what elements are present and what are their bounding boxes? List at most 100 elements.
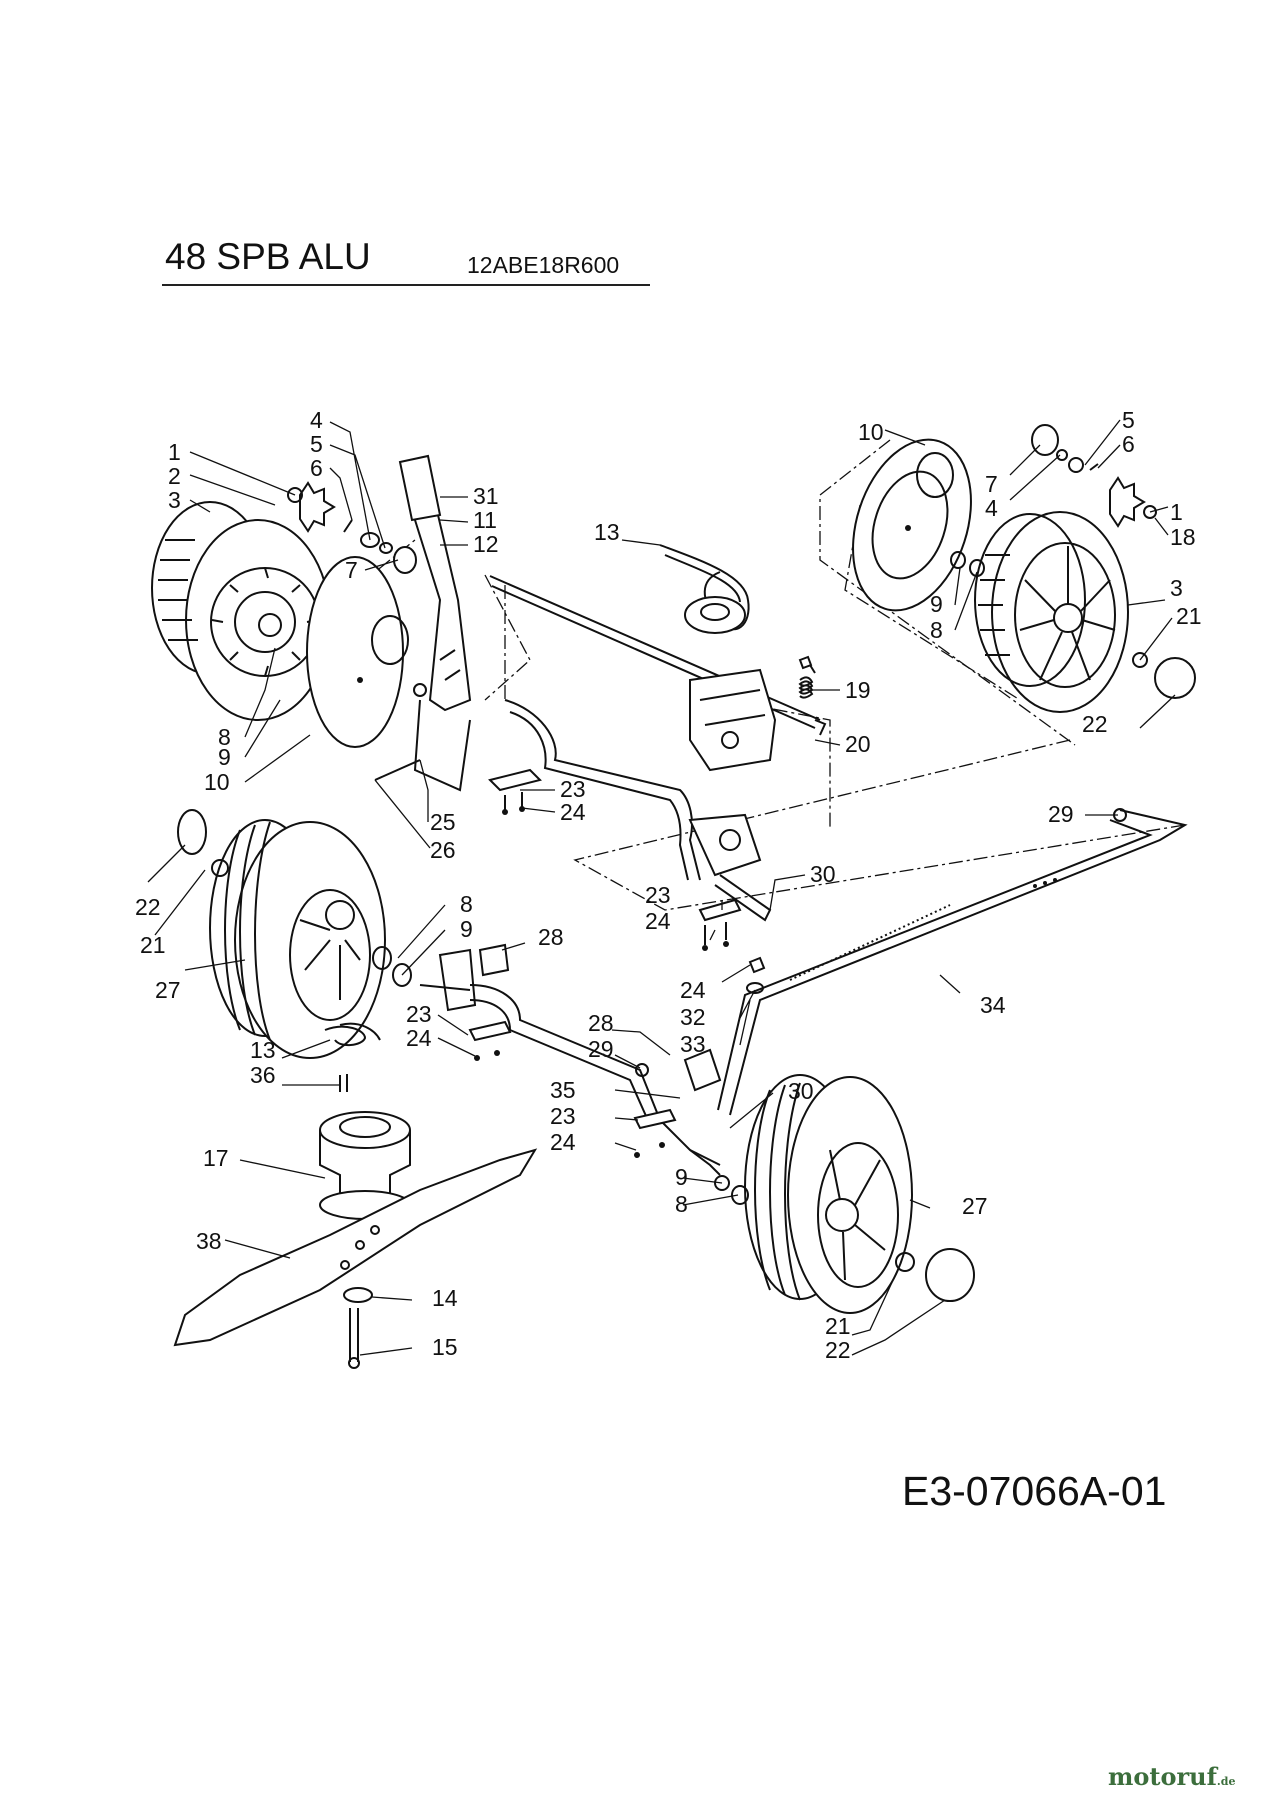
height-adjust-lever [374,454,472,792]
callout-8-right: 8 [930,617,943,643]
callout-4-right: 4 [985,495,998,521]
callout-21-lower: 21 [825,1313,851,1339]
diagram-code: E3-07066A-01 [902,1468,1167,1514]
callout-29-lower: 29 [588,1036,614,1062]
callout-9-lower: 9 [675,1164,688,1190]
callout-30: 30 [810,861,836,887]
callout-11: 11 [473,507,497,533]
rear-axle [489,575,827,736]
callout-8: 8 [218,724,231,750]
watermark-brand: motoruf [1108,1762,1217,1791]
callout-4: 4 [310,407,323,433]
watermark-tld: .de [1216,1775,1236,1788]
callout-2: 2 [168,463,181,489]
return-spring [798,676,814,699]
callout-21-right: 21 [1176,603,1202,629]
callout-27-lower: 27 [962,1193,988,1219]
callout-5: 5 [310,431,323,457]
callout-30-lower: 30 [788,1078,814,1104]
callout-33: 33 [680,1031,706,1057]
callout-18: 18 [1170,524,1196,550]
callout-6: 6 [310,455,323,481]
callout-8-lower: 8 [675,1191,688,1217]
mounting-plate-left [468,1020,512,1061]
leader-lines [147,419,1176,1356]
callout-19: 19 [845,677,871,703]
rear-left-hubcap [306,556,409,748]
rear-right-hubcap [852,438,972,612]
mounting-plate-center [698,898,766,994]
front-right-wheel [714,1074,975,1314]
callout-22-right: 22 [1082,711,1108,737]
callout-10-right: 10 [858,419,884,445]
callout-29: 29 [1048,801,1074,827]
callout-12: 12 [473,531,499,557]
callout-24-center: 24 [645,908,671,934]
callout-22: 22 [135,894,161,920]
callout-17: 17 [203,1145,229,1171]
rear-right-wheel [974,511,1196,713]
callout-3: 3 [168,487,181,513]
blade-assembly [173,1022,538,1369]
model-number: 12ABE18R600 [467,252,620,278]
callout-8-front: 8 [460,891,473,917]
watermark-logo: motoruf.de [1108,1762,1235,1791]
callout-35: 35 [550,1077,576,1103]
callout-34: 34 [980,992,1006,1018]
title-underline [162,284,650,286]
front-left-washers [372,946,412,987]
callout-22-lower: 22 [825,1337,851,1363]
callout-21: 21 [140,932,166,958]
mounting-plate-right [633,1108,721,1166]
callout-9-right: 9 [930,591,943,617]
callout-38: 38 [196,1228,222,1254]
callout-28: 28 [538,924,564,950]
callout-9-front: 9 [460,916,473,942]
callout-5-right: 5 [1122,407,1135,433]
callout-23-left: 23 [406,1001,432,1027]
gearbox [684,596,816,772]
callout-7-right: 7 [985,471,998,497]
callout-3-right: 3 [1170,575,1183,601]
drive-belt [659,544,750,631]
callout-15: 15 [432,1334,458,1360]
callout-1: 1 [168,439,181,465]
callout-27: 27 [155,977,181,1003]
callout-9: 9 [218,744,231,770]
callout-28-lower: 28 [588,1010,614,1036]
callout-26: 26 [430,837,456,863]
rear-right-small-parts [950,424,1157,577]
front-axle-lower [419,943,721,1176]
mounting-plate-upper [488,768,542,815]
part-callouts: 1 2 3 4 5 6 7 31 11 12 8 9 10 25 26 23 2… [135,407,1202,1363]
callout-13-lower: 13 [250,1037,276,1063]
rear-left-small-parts [287,481,417,574]
front-axle-bar [504,699,772,922]
callout-1-right: 1 [1170,499,1183,525]
callout-24-bottom: 24 [550,1129,576,1155]
callout-24: 24 [560,799,586,825]
callout-23: 23 [560,776,586,802]
callout-14: 14 [432,1285,458,1311]
rear-left-wheel [151,501,331,721]
callout-24-left: 24 [406,1025,432,1051]
callout-7: 7 [345,557,358,583]
callout-24-lower: 24 [680,977,706,1003]
tension-spring [789,904,951,981]
diagram-title: 48 SPB ALU [165,236,371,277]
callout-23-lower: 23 [550,1103,576,1129]
callout-25: 25 [430,809,456,835]
bushing-lower [635,1048,722,1092]
callout-32: 32 [680,1004,706,1030]
callout-23-center: 23 [645,882,671,908]
callout-6-right: 6 [1122,431,1135,457]
adjuster-rod [717,808,1188,1116]
callout-13: 13 [594,519,620,545]
callout-20: 20 [845,731,871,757]
callout-36: 36 [250,1062,276,1088]
callout-10: 10 [204,769,230,795]
front-left-wheel [177,809,386,1059]
callout-31: 31 [473,483,499,509]
